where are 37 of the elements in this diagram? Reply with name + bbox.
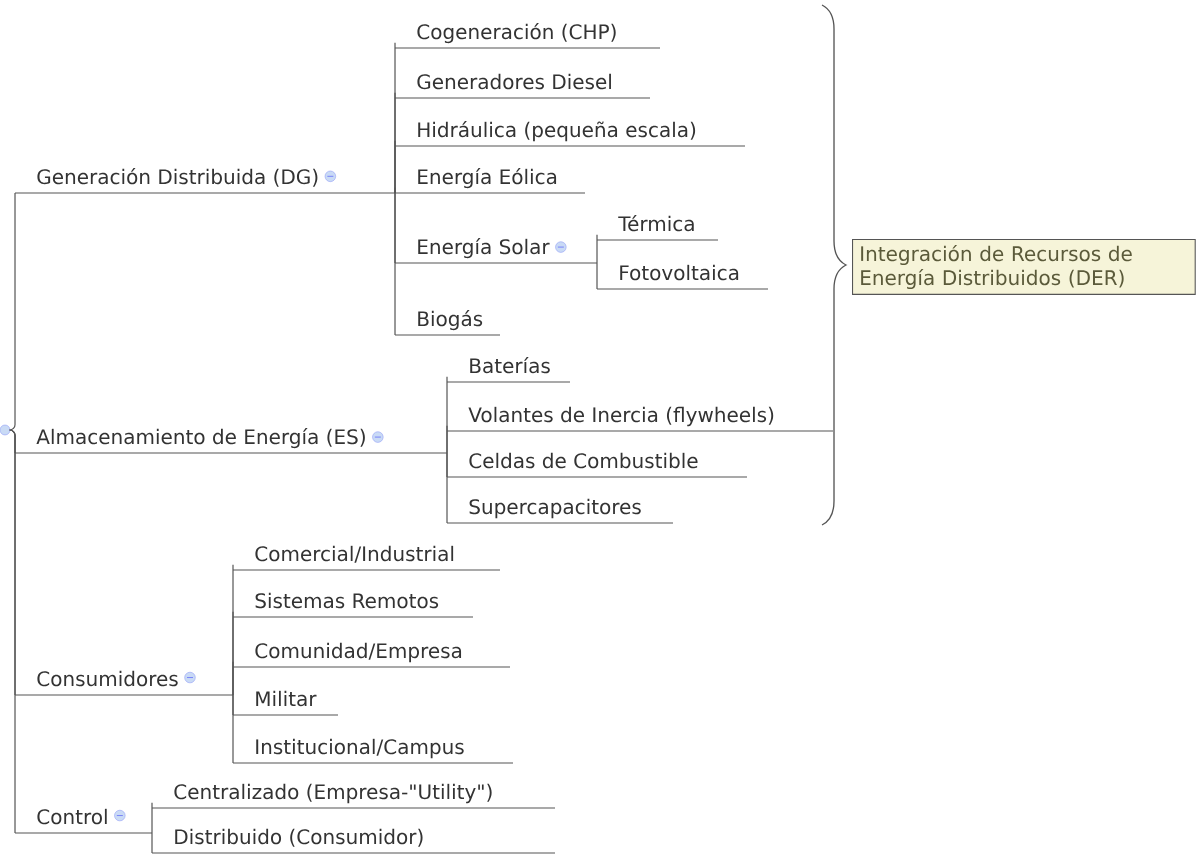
topic-label: Generación Distribuida (DG)	[14, 168, 396, 194]
branch-line	[9, 429, 16, 834]
topic-label: Cogeneración (CHP)	[394, 23, 661, 49]
topic-label: Comercial/Industrial	[232, 545, 501, 571]
topic-label: Fotovoltaica	[596, 264, 769, 290]
branch-line	[151, 832, 153, 854]
topic-label: Institucional/Campus	[232, 738, 514, 764]
topic-label: Centralizado (Empresa-"Utility")	[151, 783, 556, 809]
topic-label: Supercapacitores	[446, 498, 674, 524]
branch-line	[394, 192, 396, 336]
topic-label: Comunidad/Empresa	[232, 642, 511, 668]
topic-label: Energía Solar	[394, 238, 598, 264]
branch-line	[596, 262, 598, 290]
branch-line	[9, 192, 16, 431]
topic-label: Distribuido (Consumidor)	[151, 828, 556, 854]
topic-label: Sistemas Remotos	[232, 592, 474, 618]
branch-line	[446, 452, 448, 524]
topic-label: Volantes de Inercia (flywheels)	[446, 406, 834, 432]
topic-label: Celdas de Combustible	[446, 452, 748, 478]
topic-label: Militar	[232, 690, 339, 716]
topic-label: Control	[14, 808, 153, 834]
topic-label: Energía Eólica	[394, 168, 586, 194]
topic-label: Térmica	[596, 215, 719, 241]
topic-label: Biogás	[394, 310, 501, 336]
branch-line	[151, 802, 153, 834]
topic-label: Hidráulica (pequeña escala)	[394, 121, 746, 147]
summary-box: Integración de Recursos de Energía Distribuidos (DER)	[852, 239, 1196, 295]
branch-line	[596, 234, 598, 264]
branch-line	[446, 425, 448, 454]
topic-label: Almacenamiento de Energía (ES)	[14, 428, 448, 454]
topic-label: Baterías	[446, 357, 571, 383]
collapse-icon	[0, 424, 11, 436]
branch-line	[232, 661, 234, 696]
branch-line	[232, 694, 234, 764]
topic-label: Generadores Diesel	[394, 73, 651, 99]
branch-line	[394, 187, 396, 194]
topic-label: Consumidores	[14, 670, 234, 696]
